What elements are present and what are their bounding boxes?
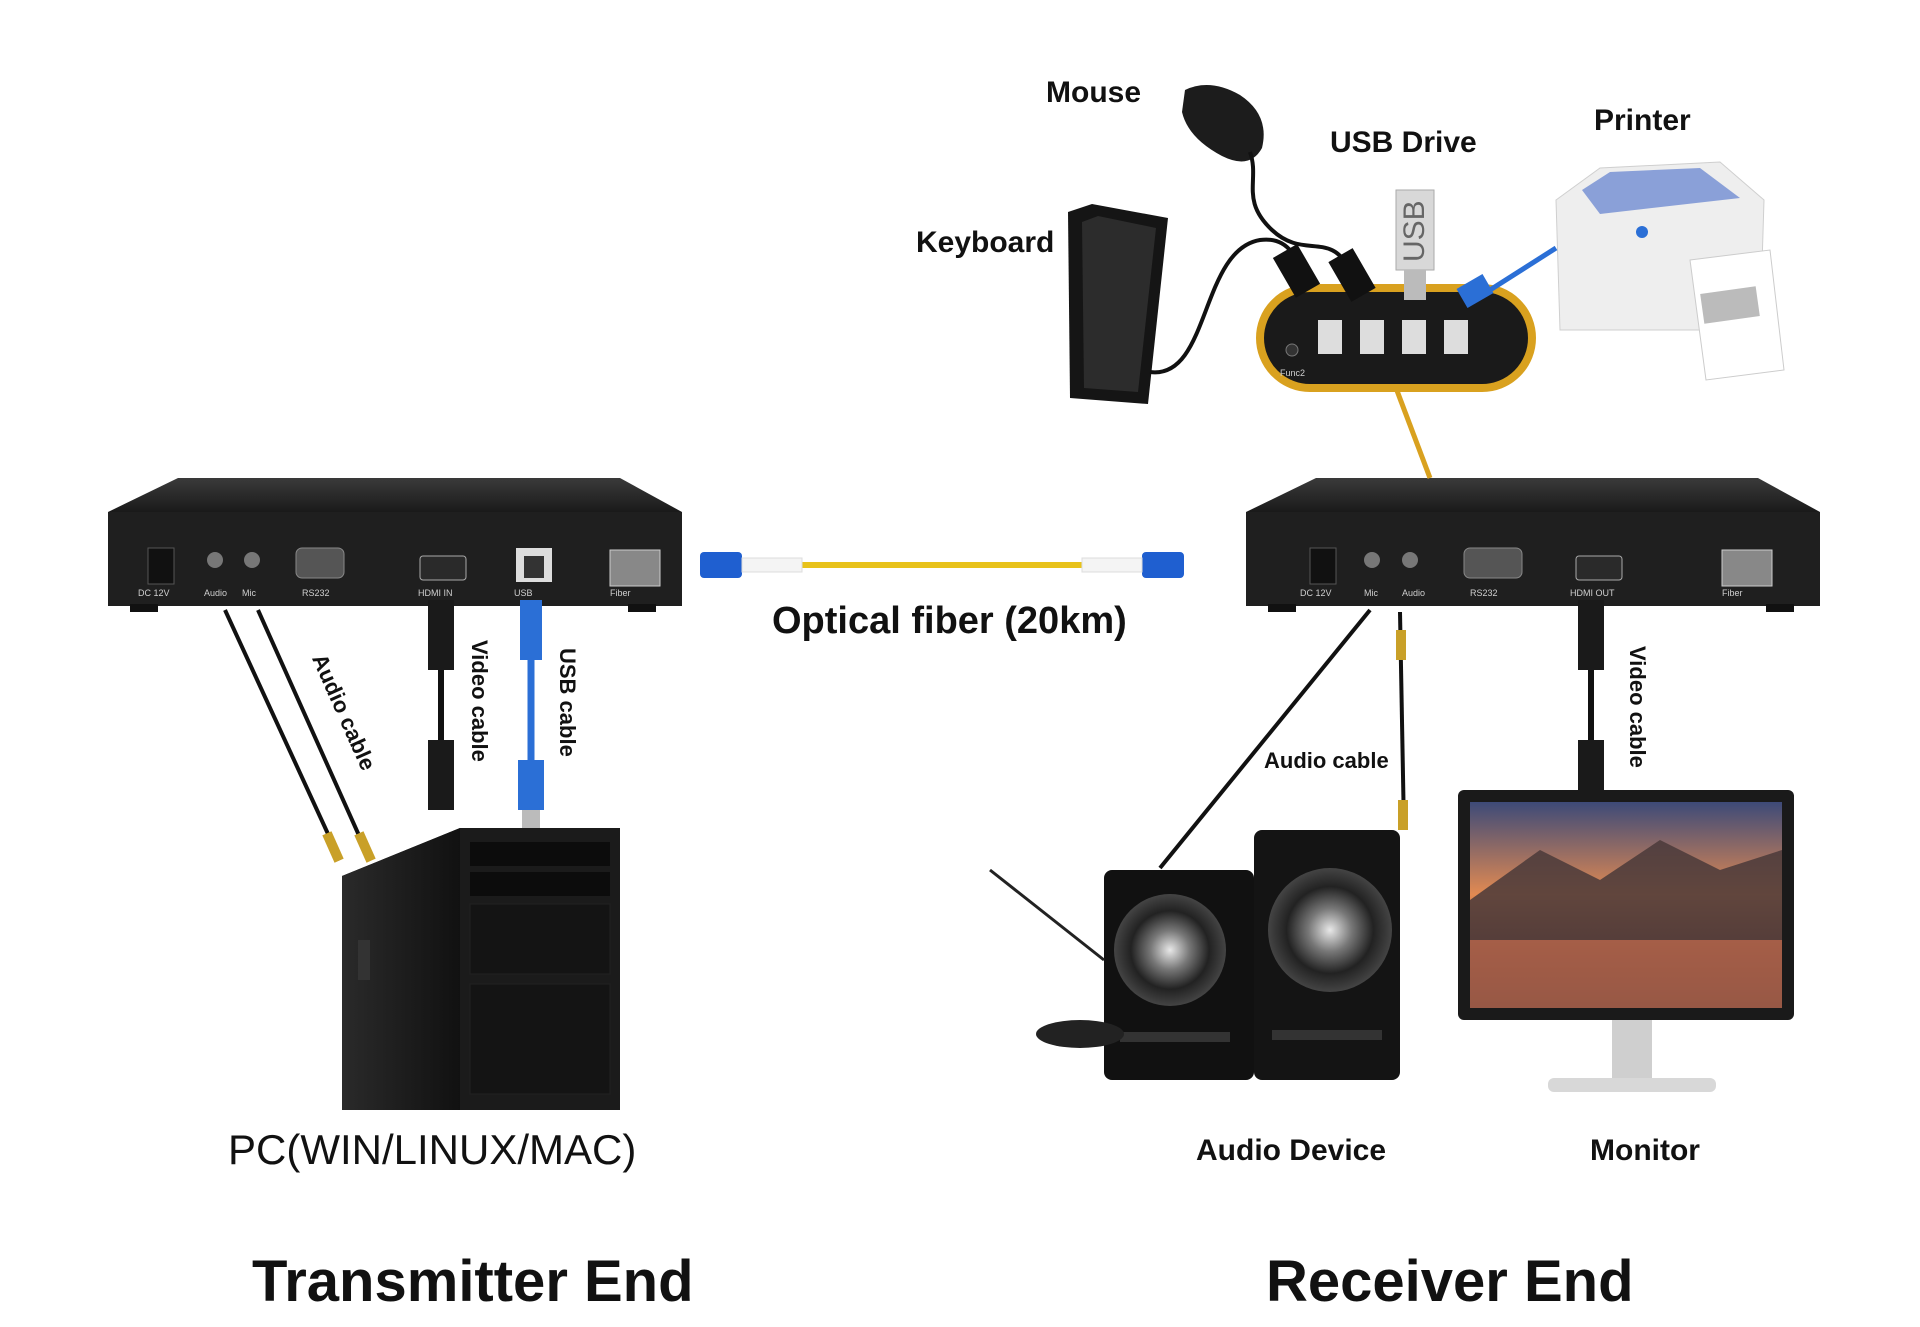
mouse-device	[1182, 85, 1376, 302]
transmitter-end-label: Transmitter End	[252, 1249, 694, 1314]
transmitter-device: DC 12V Audio Mic RS232 HDMI IN USB Fiber	[108, 478, 682, 612]
rx-video-cable-label: Video cable	[1625, 646, 1650, 768]
port-label: HDMI IN	[418, 588, 453, 598]
tx-audio-cables	[223, 609, 376, 863]
tx-video-cable-label: Video cable	[467, 640, 492, 762]
port-label: HDMI OUT	[1570, 588, 1615, 598]
tx-usb-cable	[518, 600, 544, 828]
hub-port-label: Func2	[1280, 368, 1305, 378]
monitor-device	[1458, 790, 1794, 1092]
port-label: Audio	[1402, 588, 1425, 598]
audio-device-label: Audio Device	[1196, 1134, 1387, 1167]
usb-hub: Func2	[1256, 284, 1536, 479]
port-label: DC 12V	[1300, 588, 1332, 598]
tx-usb-cable-label: USB cable	[555, 648, 580, 757]
tx-video-cable	[428, 600, 454, 810]
usb-drive-label: USB Drive	[1330, 126, 1477, 159]
port-label: RS232	[302, 588, 330, 598]
pc-tower	[342, 828, 620, 1110]
usb-stick-label: USB	[1398, 200, 1431, 262]
mouse-label: Mouse	[1046, 76, 1142, 109]
port-label: Audio	[204, 588, 227, 598]
fiber-cable	[700, 552, 1184, 578]
speakers-device	[989, 830, 1400, 1080]
transmitter-port-labels: DC 12V Audio Mic RS232 HDMI IN USB Fiber	[138, 588, 631, 598]
monitor-label: Monitor	[1590, 1134, 1700, 1167]
port-label: RS232	[1470, 588, 1498, 598]
usb-drive-device: USB	[1395, 189, 1435, 300]
port-label: Mic	[1364, 588, 1378, 598]
receiver-port-labels: DC 12V Mic Audio RS232 HDMI OUT Fiber	[1300, 588, 1743, 598]
printer-label: Printer	[1594, 104, 1691, 137]
rx-video-cable	[1578, 600, 1604, 810]
port-label: Fiber	[1722, 588, 1743, 598]
rx-audio-cables	[1158, 608, 1408, 870]
receiver-end-label: Receiver End	[1266, 1249, 1634, 1314]
optical-fiber-label: Optical fiber (20km)	[772, 600, 1127, 642]
keyboard-device	[1068, 204, 1321, 404]
port-label: Fiber	[610, 588, 631, 598]
port-label: USB	[514, 588, 533, 598]
rx-audio-cable-label: Audio cable	[1264, 748, 1389, 773]
keyboard-label: Keyboard	[916, 226, 1055, 259]
port-label: DC 12V	[138, 588, 170, 598]
receiver-device: DC 12V Mic Audio RS232 HDMI OUT Fiber	[1246, 478, 1820, 612]
printer-device	[1456, 161, 1785, 381]
port-label: Mic	[242, 588, 256, 598]
pc-label: PC(WIN/LINUX/MAC)	[228, 1126, 637, 1173]
